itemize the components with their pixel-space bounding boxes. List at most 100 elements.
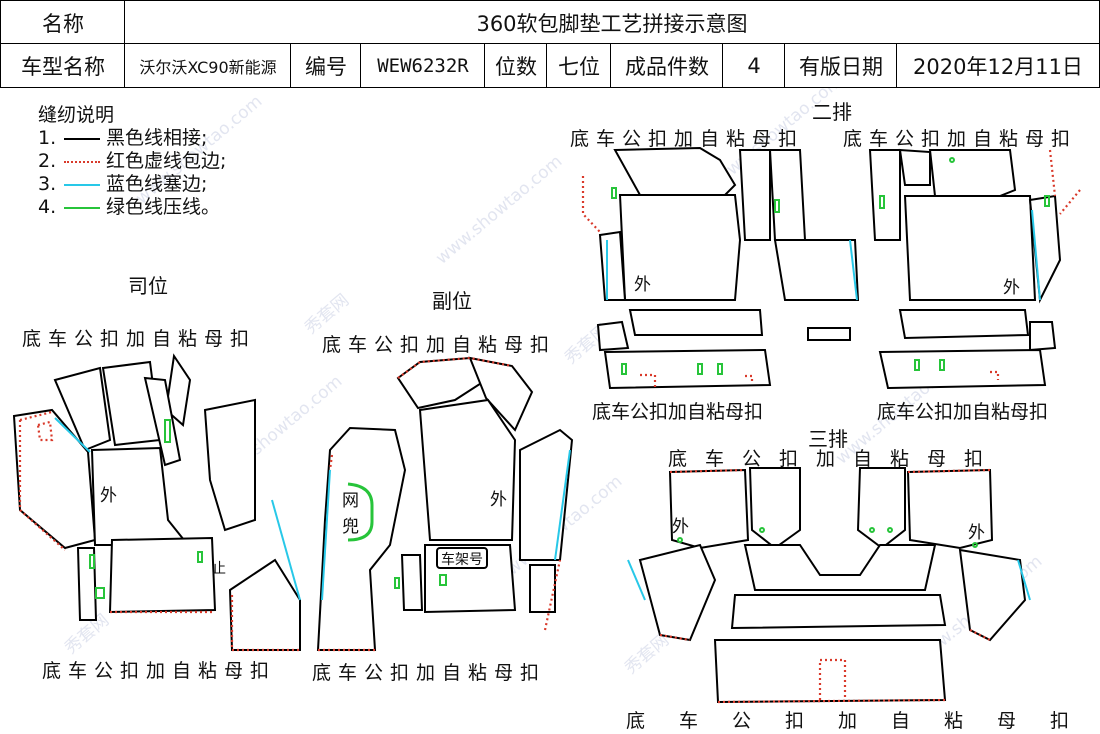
legend-text: 黑色线相接; bbox=[106, 127, 208, 149]
blue-tuck-edge bbox=[554, 449, 571, 561]
net-tag: 网 bbox=[342, 491, 359, 511]
green-press-line bbox=[197, 551, 203, 563]
green-press-line bbox=[611, 187, 617, 199]
passenger-piece bbox=[468, 356, 534, 432]
row3-title: 三排 bbox=[808, 427, 848, 451]
name-label: 名称 bbox=[0, 0, 126, 45]
blue-line-swatch bbox=[64, 183, 100, 186]
red-dotted-edge bbox=[717, 658, 946, 704]
date-value: 2020年12月11日 bbox=[896, 43, 1100, 88]
buckle-note-driver-top: 底车公扣加自粘母扣 bbox=[22, 328, 257, 350]
row2-piece bbox=[898, 148, 931, 186]
green-press-line bbox=[1044, 195, 1050, 207]
legend-num: 4. bbox=[38, 196, 57, 218]
vin-tag: 车架号 bbox=[441, 552, 483, 568]
row2-piece bbox=[1029, 321, 1057, 352]
car-model-value: 沃尔沃XC90新能源 bbox=[124, 43, 292, 88]
red-dotted-edge bbox=[36, 420, 54, 442]
buckle-note-row3-top: 底车公扣加自粘母扣 bbox=[668, 448, 1002, 470]
legend-text: 蓝色线塞边; bbox=[106, 173, 208, 195]
red-dotted-edge bbox=[230, 595, 300, 652]
red-dotted-edge bbox=[659, 629, 991, 642]
buckle-note-row2-left-top: 底车公扣加自粘母扣 bbox=[570, 128, 805, 150]
driver-strip bbox=[76, 547, 98, 621]
green-press-line bbox=[914, 359, 920, 371]
row2-main-piece bbox=[903, 195, 1037, 301]
driver-piece bbox=[53, 366, 112, 452]
green-press-line bbox=[697, 363, 703, 375]
row3-bar bbox=[730, 594, 947, 630]
red-dotted-edge bbox=[640, 373, 657, 388]
row2-left-pieces bbox=[581, 146, 860, 390]
pattern-drawing bbox=[12, 146, 1081, 704]
buckle-note-passenger-top: 底车公扣加自粘母扣 bbox=[322, 334, 557, 356]
green-press-dot bbox=[972, 542, 978, 548]
seats-value: 七位 bbox=[546, 43, 612, 88]
red-dotted-edge bbox=[581, 176, 601, 233]
legend-item-green: 4. 绿色线压线。 bbox=[38, 196, 226, 219]
stop-tag: 止 bbox=[212, 561, 226, 577]
row2-piece bbox=[768, 149, 807, 241]
pieces-value: 4 bbox=[722, 43, 786, 88]
legend-item-blue: 3. 蓝色线塞边; bbox=[38, 173, 226, 196]
buckle-note-driver-bottom: 底车公扣加自粘母扣 bbox=[42, 660, 277, 682]
seats-label: 位数 bbox=[484, 43, 548, 88]
green-press-line bbox=[774, 199, 780, 213]
driver-side-piece bbox=[228, 558, 301, 651]
passenger-main-piece bbox=[418, 398, 517, 541]
driver-main-piece bbox=[90, 446, 191, 546]
row2-piece bbox=[613, 146, 737, 196]
red-dotted-edge bbox=[18, 410, 66, 551]
outer-tag-row2-right: 外 bbox=[1003, 278, 1020, 298]
black-line-swatch bbox=[64, 137, 100, 140]
row3-rear-piece bbox=[713, 639, 947, 704]
driver-piece bbox=[164, 353, 192, 427]
green-press-line bbox=[879, 195, 885, 209]
green-press-line bbox=[164, 419, 171, 443]
green-press-line bbox=[621, 363, 627, 375]
row3-pieces bbox=[627, 467, 1031, 704]
blue-tuck-edge bbox=[1031, 209, 1041, 301]
green-press-dot bbox=[887, 527, 893, 533]
pocket-tag: 兜 bbox=[342, 517, 359, 537]
outer-tag-row3-right: 外 bbox=[968, 523, 985, 543]
legend-item-red: 2. 红色虚线包边; bbox=[38, 150, 226, 173]
buckle-note-passenger-bottom: 底车公扣加自粘母扣 bbox=[312, 662, 547, 684]
legend-num: 3. bbox=[38, 173, 57, 195]
blue-tuck-edge bbox=[271, 499, 301, 601]
blue-tuck-edge bbox=[54, 417, 91, 453]
blue-tuck-edge bbox=[627, 559, 1031, 601]
row2-piece bbox=[598, 230, 627, 301]
passenger-strip bbox=[529, 564, 556, 613]
header-table: 名称 360软包脚垫工艺拼接示意图 车型名称 沃尔沃XC90新能源 编号 WEW… bbox=[0, 0, 1100, 88]
car-model-label: 车型名称 bbox=[0, 43, 126, 88]
row2-piece bbox=[738, 149, 771, 241]
legend-item-black: 1. 黑色线相接; bbox=[38, 127, 226, 150]
row2-right-pieces bbox=[868, 148, 1081, 390]
green-press-dot bbox=[869, 527, 875, 533]
green-press-line bbox=[717, 363, 723, 375]
legend-num: 2. bbox=[38, 150, 57, 172]
outer-tag-driver: 外 bbox=[100, 486, 117, 506]
row3-side-piece bbox=[958, 548, 1027, 642]
row2-bar bbox=[878, 348, 1047, 390]
passenger-title: 副位 bbox=[432, 289, 472, 313]
driver-heel-piece bbox=[108, 536, 217, 614]
driver-title: 司位 bbox=[128, 274, 168, 298]
red-dotted-edge bbox=[543, 559, 562, 631]
code-label: 编号 bbox=[290, 43, 362, 88]
row2-strip bbox=[807, 327, 851, 341]
buckle-note-row2-left-bottom: 底车公扣加自粘母扣 bbox=[592, 401, 764, 423]
vin-window bbox=[436, 547, 488, 569]
driver-piece bbox=[143, 376, 182, 467]
legend-text: 绿色线压线。 bbox=[106, 196, 221, 218]
legend-text: 红色虚线包边; bbox=[106, 150, 227, 172]
code-value: WEW6232R bbox=[360, 43, 486, 88]
buckle-note-row3-bottom: 底车公扣加自粘母扣 bbox=[626, 710, 1100, 732]
outer-tag-row3-left: 外 bbox=[672, 517, 689, 537]
row3-bridge-piece bbox=[743, 544, 937, 591]
pieces-label: 成品件数 bbox=[610, 43, 724, 88]
red-dotted-edge bbox=[745, 374, 754, 384]
blue-tuck-edge bbox=[321, 469, 331, 601]
row2-bar bbox=[898, 309, 1030, 340]
